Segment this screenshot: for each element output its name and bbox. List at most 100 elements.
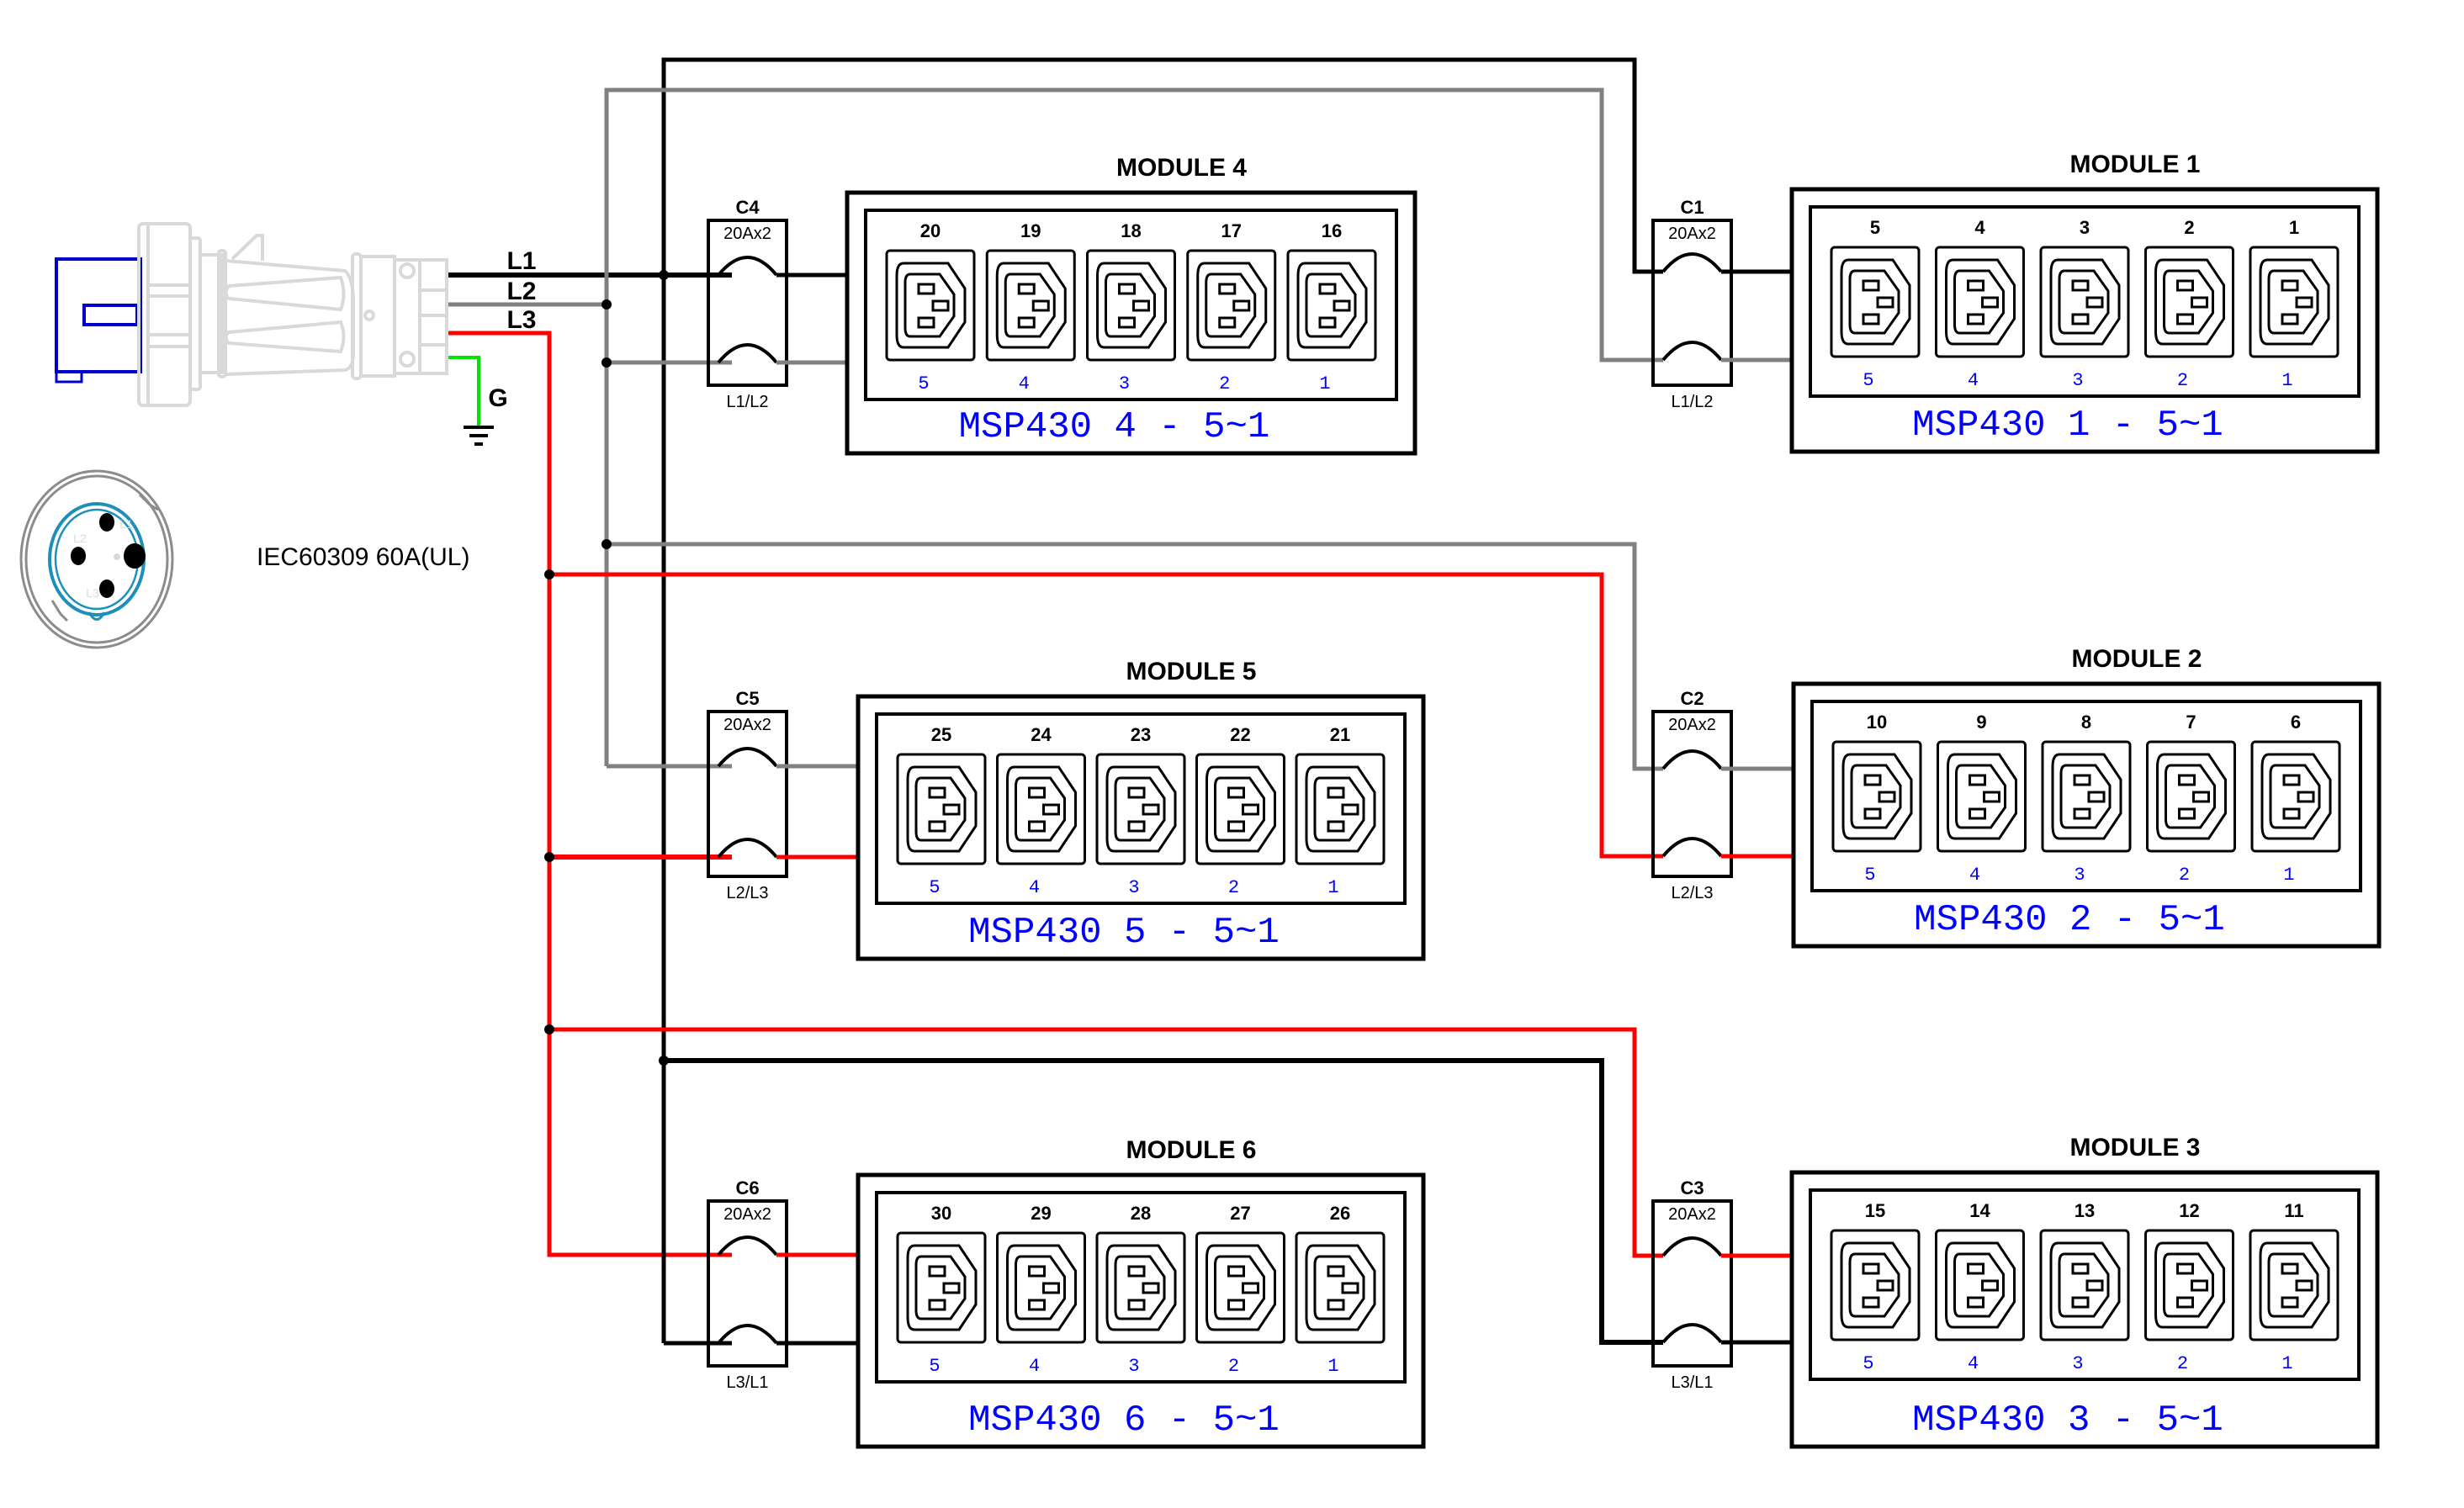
- outlet-pin-slot: [928, 786, 946, 799]
- outlet-local-number: 2: [2177, 370, 2188, 391]
- outlet-inner-shape: [1848, 269, 1900, 335]
- outlet-inner-shape: [2163, 1252, 2214, 1318]
- outlet-local-number: 5: [1863, 1353, 1873, 1374]
- outlet-c13[interactable]: 11: [2249, 217, 2339, 391]
- outlet-housing: [1830, 246, 1921, 358]
- outlet-panel: [1810, 700, 2362, 892]
- outlet-c13[interactable]: 211: [1295, 724, 1386, 898]
- module-frame: [845, 190, 1417, 456]
- breaker-contact-upper: [1661, 1236, 1723, 1257]
- outlet-local-number: 5: [929, 1356, 940, 1377]
- outlet-c13[interactable]: 283: [1095, 1203, 1186, 1377]
- outlet-c13[interactable]: 255: [896, 724, 987, 898]
- outlet-local-number: 5: [918, 373, 929, 394]
- outlet-outer-shape: [1947, 753, 2017, 840]
- socket-latch-tab: [50, 600, 69, 622]
- outlet-outer-shape: [2259, 1241, 2330, 1329]
- outlet-pin-slot: [2176, 1296, 2194, 1309]
- outlet-inner-shape: [2165, 764, 2216, 829]
- outlet-pin-slot: [1969, 774, 1986, 786]
- phase-label-l3: L3: [506, 306, 536, 334]
- module-frame: [856, 694, 1426, 961]
- breaker-rating: 20Ax2: [723, 716, 771, 734]
- outlet-c13[interactable]: 183: [1086, 220, 1176, 394]
- junction-dot: [544, 852, 554, 862]
- outlet-pin-slot: [2071, 279, 2090, 292]
- outlet-pin-slot: [2281, 1296, 2299, 1309]
- outlet-outer-shape: [1305, 1244, 1376, 1331]
- outlet-local-number: 5: [1864, 865, 1875, 886]
- outlet-inner-shape: [914, 776, 967, 842]
- breaker-contact-upper: [1661, 252, 1723, 273]
- plug-grip-upper: [224, 275, 346, 312]
- outlet-c13[interactable]: 30 5: [896, 1203, 987, 1377]
- outlet-global-number: 24: [1031, 724, 1052, 745]
- outlet-pin-slot: [1341, 803, 1359, 816]
- outlet-c13[interactable]: 72: [2146, 712, 2236, 886]
- phase-label-l1: L1: [506, 247, 536, 275]
- outlet-pin-slot: [2085, 1279, 2104, 1292]
- outlet-housing: [996, 1231, 1086, 1344]
- outlet-c13[interactable]: 44: [1935, 217, 2025, 391]
- outlet-global-number: 30: [931, 1203, 951, 1224]
- outlet-c13[interactable]: 105: [1831, 712, 1922, 886]
- breaker-rating: 20Ax2: [1668, 716, 1716, 734]
- outlet-outer-shape: [2156, 753, 2227, 840]
- outlet-local-number: 5: [929, 877, 940, 898]
- outlet-c13[interactable]: 22: [2144, 217, 2234, 391]
- outlet-pin-slot: [1142, 1282, 1160, 1294]
- outlet-outer-shape: [1840, 1241, 1911, 1329]
- outlet-inner-shape: [2269, 764, 2321, 829]
- outlet-pin-slot: [1227, 786, 1245, 799]
- outlet-c13[interactable]: 294: [996, 1203, 1086, 1377]
- breaker-rating: 20Ax2: [1668, 225, 1716, 243]
- breaker-contact-lower: [1661, 341, 1723, 362]
- breaker-rating: 20Ax2: [1668, 1205, 1716, 1224]
- outlet-outer-shape: [1206, 1244, 1276, 1331]
- outlet-local-number: 1: [1319, 373, 1330, 394]
- outlet-c13[interactable]: 194: [985, 220, 1076, 394]
- outlet-c13[interactable]: 144: [1935, 1200, 2025, 1374]
- outlet-outer-shape: [2051, 753, 2122, 840]
- outlet-c13[interactable]: 244: [996, 724, 1086, 898]
- outlet-c13[interactable]: 61: [2250, 712, 2341, 886]
- outlet-c13[interactable]: 272: [1195, 1203, 1285, 1377]
- outlet-c13[interactable]: 161: [1286, 220, 1377, 394]
- outlet-pin-slot: [1218, 316, 1237, 329]
- outlet-pin-slot: [2191, 1279, 2208, 1292]
- breaker-body: [707, 219, 788, 387]
- outlet-c13[interactable]: 222: [1195, 724, 1285, 898]
- breaker-contact-lower: [1661, 1323, 1723, 1344]
- outlet-pin-slot: [1878, 791, 1896, 803]
- outlet-c13[interactable]: 155: [1830, 1200, 1921, 1374]
- outlet-c13[interactable]: 233: [1095, 724, 1186, 898]
- outlet-inner-shape: [2058, 269, 2110, 335]
- outlet-local-number: 2: [1228, 1356, 1239, 1377]
- outlet-global-number: 14: [1969, 1200, 1990, 1221]
- breaker-contact-upper: [717, 747, 778, 768]
- outlet-c13[interactable]: 83: [2041, 712, 2132, 886]
- outlet-c13[interactable]: 55: [1830, 217, 1921, 391]
- outlet-local-number: 1: [1327, 1356, 1338, 1377]
- outlet-pin-slot: [1127, 820, 1146, 833]
- outlet-inner-shape: [2267, 1252, 2319, 1318]
- outlet-c13[interactable]: 94: [1937, 712, 2027, 886]
- outlet-c13[interactable]: 33: [2039, 217, 2130, 391]
- outlet-local-number: 1: [2283, 865, 2294, 886]
- outlet-global-number: 20: [920, 220, 941, 241]
- outlet-c13[interactable]: 111: [2249, 1200, 2339, 1374]
- breaker-id: C2: [1680, 688, 1704, 709]
- outlet-housing: [896, 753, 987, 865]
- outlet-c13[interactable]: 20 5: [885, 220, 976, 394]
- outlet-c13[interactable]: 261: [1295, 1203, 1386, 1377]
- outlet-local-number: 1: [2281, 1353, 2292, 1374]
- plug-key: [82, 304, 139, 326]
- outlet-c13[interactable]: 172: [1186, 220, 1277, 394]
- outlet-c13[interactable]: 133: [2039, 1200, 2130, 1374]
- outlet-c13[interactable]: 122: [2144, 1200, 2234, 1374]
- outlet-pin-slot: [2191, 296, 2208, 309]
